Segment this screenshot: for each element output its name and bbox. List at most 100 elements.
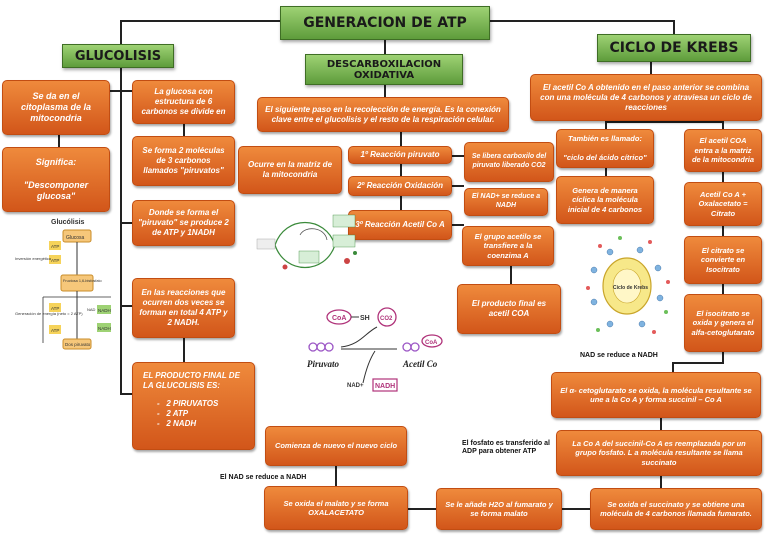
connector xyxy=(400,164,402,176)
libera-text: Se libera carboxilo del piruvato liberad… xyxy=(471,153,547,169)
coa-succinil-text: La Co A del succinil-Co A es reemplazada… xyxy=(572,438,746,467)
piruvato-molecule xyxy=(308,342,334,352)
nad-reduce-text: El NAD+ se reduce a NADH xyxy=(471,193,541,209)
connector xyxy=(562,508,590,510)
reaccion2-text: 2º Reacción Oxidación xyxy=(356,181,444,190)
reacciones-text: En las reacciones que ocurren dos veces … xyxy=(139,288,228,327)
genera-text: Genera de manera cíclica la molécula ini… xyxy=(567,185,643,214)
isocitrato-box: El citrato se convierte en Isocitrato xyxy=(684,236,762,284)
descarboxilacion-title: DESCARBOXILACION OXIDATIVA xyxy=(305,54,463,85)
coa-label: CoA xyxy=(332,315,346,322)
oxida-isocitrato-box: El isocitrato se oxida y genera el alfa-… xyxy=(684,294,762,352)
acetil-combina-text: El acetil Co A obtenido en el paso anter… xyxy=(540,82,752,112)
citrato-box: Acetil Co A + Oxalacetato = Citrato xyxy=(684,182,762,226)
krebs-green-dots xyxy=(596,236,668,332)
oxida-isocitrato-text: El isocitrato se oxida y genera el alfa-… xyxy=(691,308,755,337)
glucolisis-figure-title: Glucólisis xyxy=(51,219,85,226)
pathway-dot xyxy=(344,258,350,264)
acetil-entra-box: El acetil COA entra a la matriz de la mi… xyxy=(684,129,762,172)
connector xyxy=(452,185,464,187)
connector xyxy=(605,121,607,129)
producto-acetil-box: El producto final es acetil COA xyxy=(457,284,561,334)
nadh-text: NADH xyxy=(375,383,395,390)
piruvato-label: Dos piruvato xyxy=(65,342,91,347)
connector xyxy=(605,168,607,176)
atp-label: ATP xyxy=(51,328,59,333)
citrato-text: Acetil Co A + Oxalacetato = Citrato xyxy=(698,189,748,218)
krebs-cycle-svg: Ciclo de Krebs xyxy=(586,236,670,334)
connector xyxy=(335,466,337,486)
reaction-arrow xyxy=(362,350,376,384)
reaccion1-text: 1º Reacción piruvato xyxy=(360,150,440,159)
pathway-svg xyxy=(256,214,357,270)
nad-reduce-box: El NAD+ se reduce a NADH xyxy=(464,188,548,216)
sh-label: SH xyxy=(360,315,370,322)
comienza-box: Comienza de nuevo el nuevo ciclo xyxy=(265,426,407,466)
krebs-title: CICLO DE KREBS xyxy=(597,34,751,62)
malato-box: Se oxida el malato y se forma OXALACETAT… xyxy=(264,486,408,530)
acetil-combina-box: El acetil Co A obtenido en el paso anter… xyxy=(530,74,762,121)
matriz-box: Ocurre en la matriz de la mitocondria xyxy=(238,146,342,194)
matriz-text: Ocurre en la matriz de la mitocondria xyxy=(247,160,333,179)
reaccion2-box: 2º Reacción Oxidación xyxy=(348,176,452,196)
nad-text: NAD+ xyxy=(347,383,364,389)
dos-moleculas-text: Se forma 2 moléculas de 3 carbonos llama… xyxy=(142,146,225,175)
reaction-arrow xyxy=(340,326,378,348)
connector xyxy=(120,20,280,22)
inversion-label: Inversión energética xyxy=(15,256,52,261)
nadh-node xyxy=(372,378,398,392)
producto-item: - 2 PIRUVATOS xyxy=(157,399,219,408)
producto-final-title: EL PRODUCTO FINAL DE LA GLUCOLISIS ES: xyxy=(143,371,240,390)
krebs-red-dots xyxy=(586,240,670,334)
malato-text: Se oxida el malato y se forma OXALACETAT… xyxy=(283,498,389,517)
glucolisis-citoplasma-box: Se da en el citoplasma de la mitocondria xyxy=(2,80,110,135)
siguiente-paso-text: El siguiente paso en la recolección de e… xyxy=(265,104,501,124)
enzyme-node xyxy=(298,250,320,264)
atp-label: ATP xyxy=(51,306,59,311)
pathway-arc xyxy=(274,222,336,246)
krebs-molecules xyxy=(590,246,664,328)
connector xyxy=(120,68,122,393)
connector xyxy=(605,121,723,123)
isocitrato-text: El citrato se convierte en Isocitrato xyxy=(700,245,746,274)
pathway-arc xyxy=(274,244,336,268)
connector xyxy=(722,172,724,182)
glucosa-label: Glucosa xyxy=(66,235,85,241)
connector xyxy=(660,418,662,430)
pathway-illustration xyxy=(255,205,365,285)
connector xyxy=(452,224,464,226)
connector xyxy=(120,20,122,44)
genera-box: Genera de manera cíclica la molécula ini… xyxy=(556,176,654,224)
connector xyxy=(650,62,652,74)
connector xyxy=(183,338,185,362)
connector xyxy=(120,222,132,224)
connector xyxy=(384,40,386,54)
nad-reduce-label: NAD se reduce a NADH xyxy=(580,352,658,359)
enzyme-node xyxy=(256,238,276,250)
glucolisis-figure: Glucólisis Glucosa ATP ATP Inversión ene… xyxy=(15,215,115,350)
tambien-text: También es llamado: "ciclo del ácido cít… xyxy=(563,134,647,163)
atp-node xyxy=(49,303,61,312)
coa-label: CoA xyxy=(425,340,438,346)
producto-item: - 2 NADH xyxy=(157,419,197,428)
glucolisis-title: GLUCOLISIS xyxy=(62,44,174,68)
connector xyxy=(58,135,60,147)
connector xyxy=(490,20,674,22)
fructosa-node xyxy=(60,274,94,292)
libera-box: Se libera carboxilo del piruvato liberad… xyxy=(464,142,554,182)
pathway-inner xyxy=(299,228,328,241)
glucolisis-significa-box: Significa: "Descomponer glucosa" xyxy=(2,147,110,212)
producto-item: - 2 ATP xyxy=(157,409,189,418)
co2-node xyxy=(377,307,397,327)
connector xyxy=(400,196,402,210)
connector xyxy=(722,284,724,294)
grupo-acetilo-text: El grupo acetilo se transfiere a la coen… xyxy=(474,231,542,260)
producto-final-glucolisis-box: EL PRODUCTO FINAL DE LA GLUCOLISIS ES: -… xyxy=(132,362,255,450)
acetil-entra-text: El acetil COA entra a la matriz de la mi… xyxy=(691,136,755,165)
enzyme-node xyxy=(332,214,356,228)
alfa-cetoglutarato-text: El α- cetoglutarato se oxida, la molécul… xyxy=(560,385,752,404)
coa-succinil-box: La Co A del succinil-Co A es reemplazada… xyxy=(556,430,762,476)
h2o-text: Se le añade H2O al fumarato y se forma m… xyxy=(445,499,553,518)
atp-label: ATP xyxy=(51,244,59,249)
connector xyxy=(408,508,436,510)
